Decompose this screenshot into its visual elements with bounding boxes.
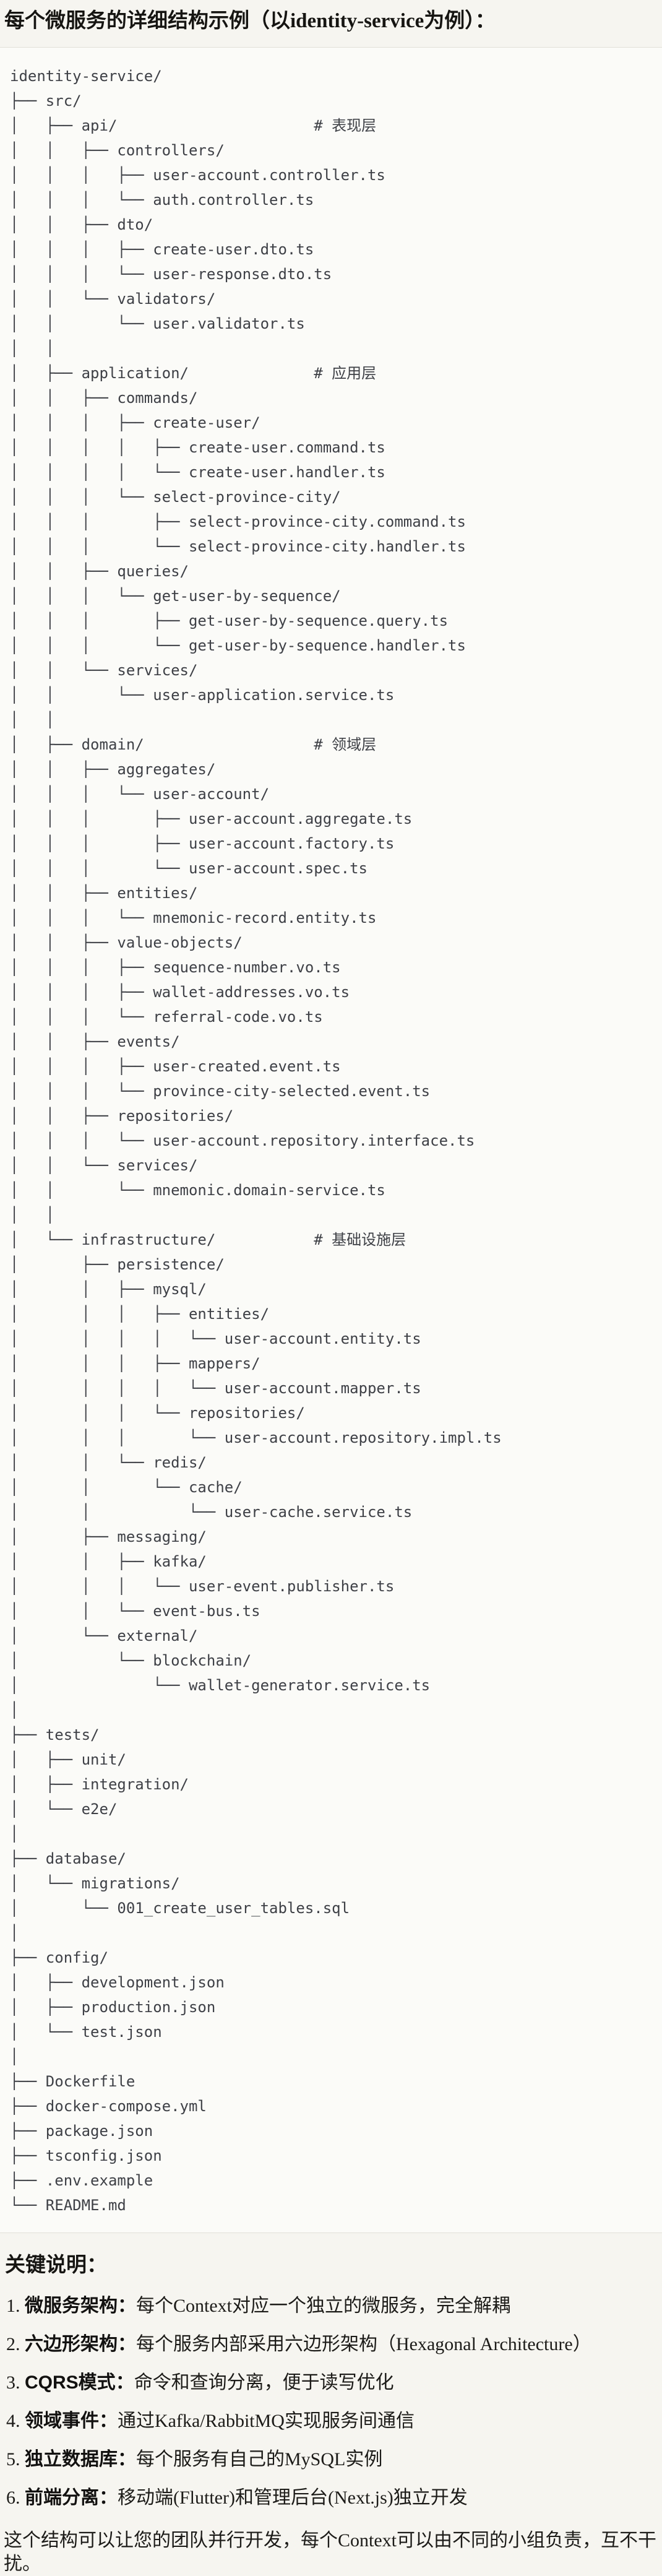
item-description: 移动端(Flutter)和管理后台(Next.js)独立开发 <box>118 2487 468 2508</box>
item-term: 微服务架构 <box>25 2296 118 2316</box>
item-description: 每个Context对应一个独立的微服务，完全解耦 <box>136 2296 510 2316</box>
list-item: 5. 独立数据库：每个服务有自己的MySQL实例 <box>0 2448 662 2471</box>
item-number: 1. <box>6 2296 20 2316</box>
item-number: 6. <box>6 2487 20 2508</box>
list-item: 3. CQRS模式：命令和查询分离，便于读写优化 <box>0 2372 662 2394</box>
item-number: 5. <box>6 2449 20 2470</box>
notes-list: 1. 微服务架构：每个Context对应一个独立的微服务，完全解耦 2. 六边形… <box>0 2295 662 2509</box>
closing-paragraph: 这个结构可以让您的团队并行开发，每个Context可以由不同的小组负责，互不干扰… <box>4 2530 656 2574</box>
item-description: 每个服务内部采用六边形架构（Hexagonal Architecture） <box>136 2334 591 2354</box>
item-number: 3. <box>6 2372 20 2393</box>
list-item: 2. 六边形架构：每个服务内部采用六边形架构（Hexagonal Archite… <box>0 2333 662 2356</box>
item-number: 2. <box>6 2334 20 2354</box>
item-term: 前端分离 <box>25 2487 99 2508</box>
item-term: 领域事件 <box>25 2411 99 2431</box>
item-term: 六边形架构 <box>25 2334 118 2354</box>
item-description: 每个服务有自己的MySQL实例 <box>136 2449 383 2470</box>
list-item: 4. 领域事件：通过Kafka/RabbitMQ实现服务间通信 <box>0 2410 662 2432</box>
list-item: 1. 微服务架构：每个Context对应一个独立的微服务，完全解耦 <box>0 2295 662 2317</box>
item-colon: ： <box>118 2296 136 2316</box>
code-block: identity-service/ ├── src/ │ ├── api/ # … <box>0 47 662 2233</box>
item-colon: ： <box>115 2372 134 2393</box>
item-colon: ： <box>118 2449 136 2470</box>
directory-tree-code: identity-service/ ├── src/ │ ├── api/ # … <box>10 67 502 2214</box>
item-colon: ： <box>118 2334 136 2354</box>
list-item: 6. 前端分离：移动端(Flutter)和管理后台(Next.js)独立开发 <box>0 2487 662 2509</box>
item-number: 4. <box>6 2411 20 2431</box>
page-title: 每个微服务的详细结构示例（以identity-service为例）： <box>4 10 496 32</box>
item-colon: ： <box>99 2411 118 2431</box>
item-description: 命令和查询分离，便于读写优化 <box>134 2372 394 2393</box>
item-term: CQRS模式 <box>25 2372 116 2393</box>
item-term: 独立数据库 <box>25 2449 118 2470</box>
item-colon: ： <box>99 2487 118 2508</box>
notes-heading: 关键说明： <box>5 2254 107 2276</box>
item-description: 通过Kafka/RabbitMQ实现服务间通信 <box>118 2411 415 2431</box>
